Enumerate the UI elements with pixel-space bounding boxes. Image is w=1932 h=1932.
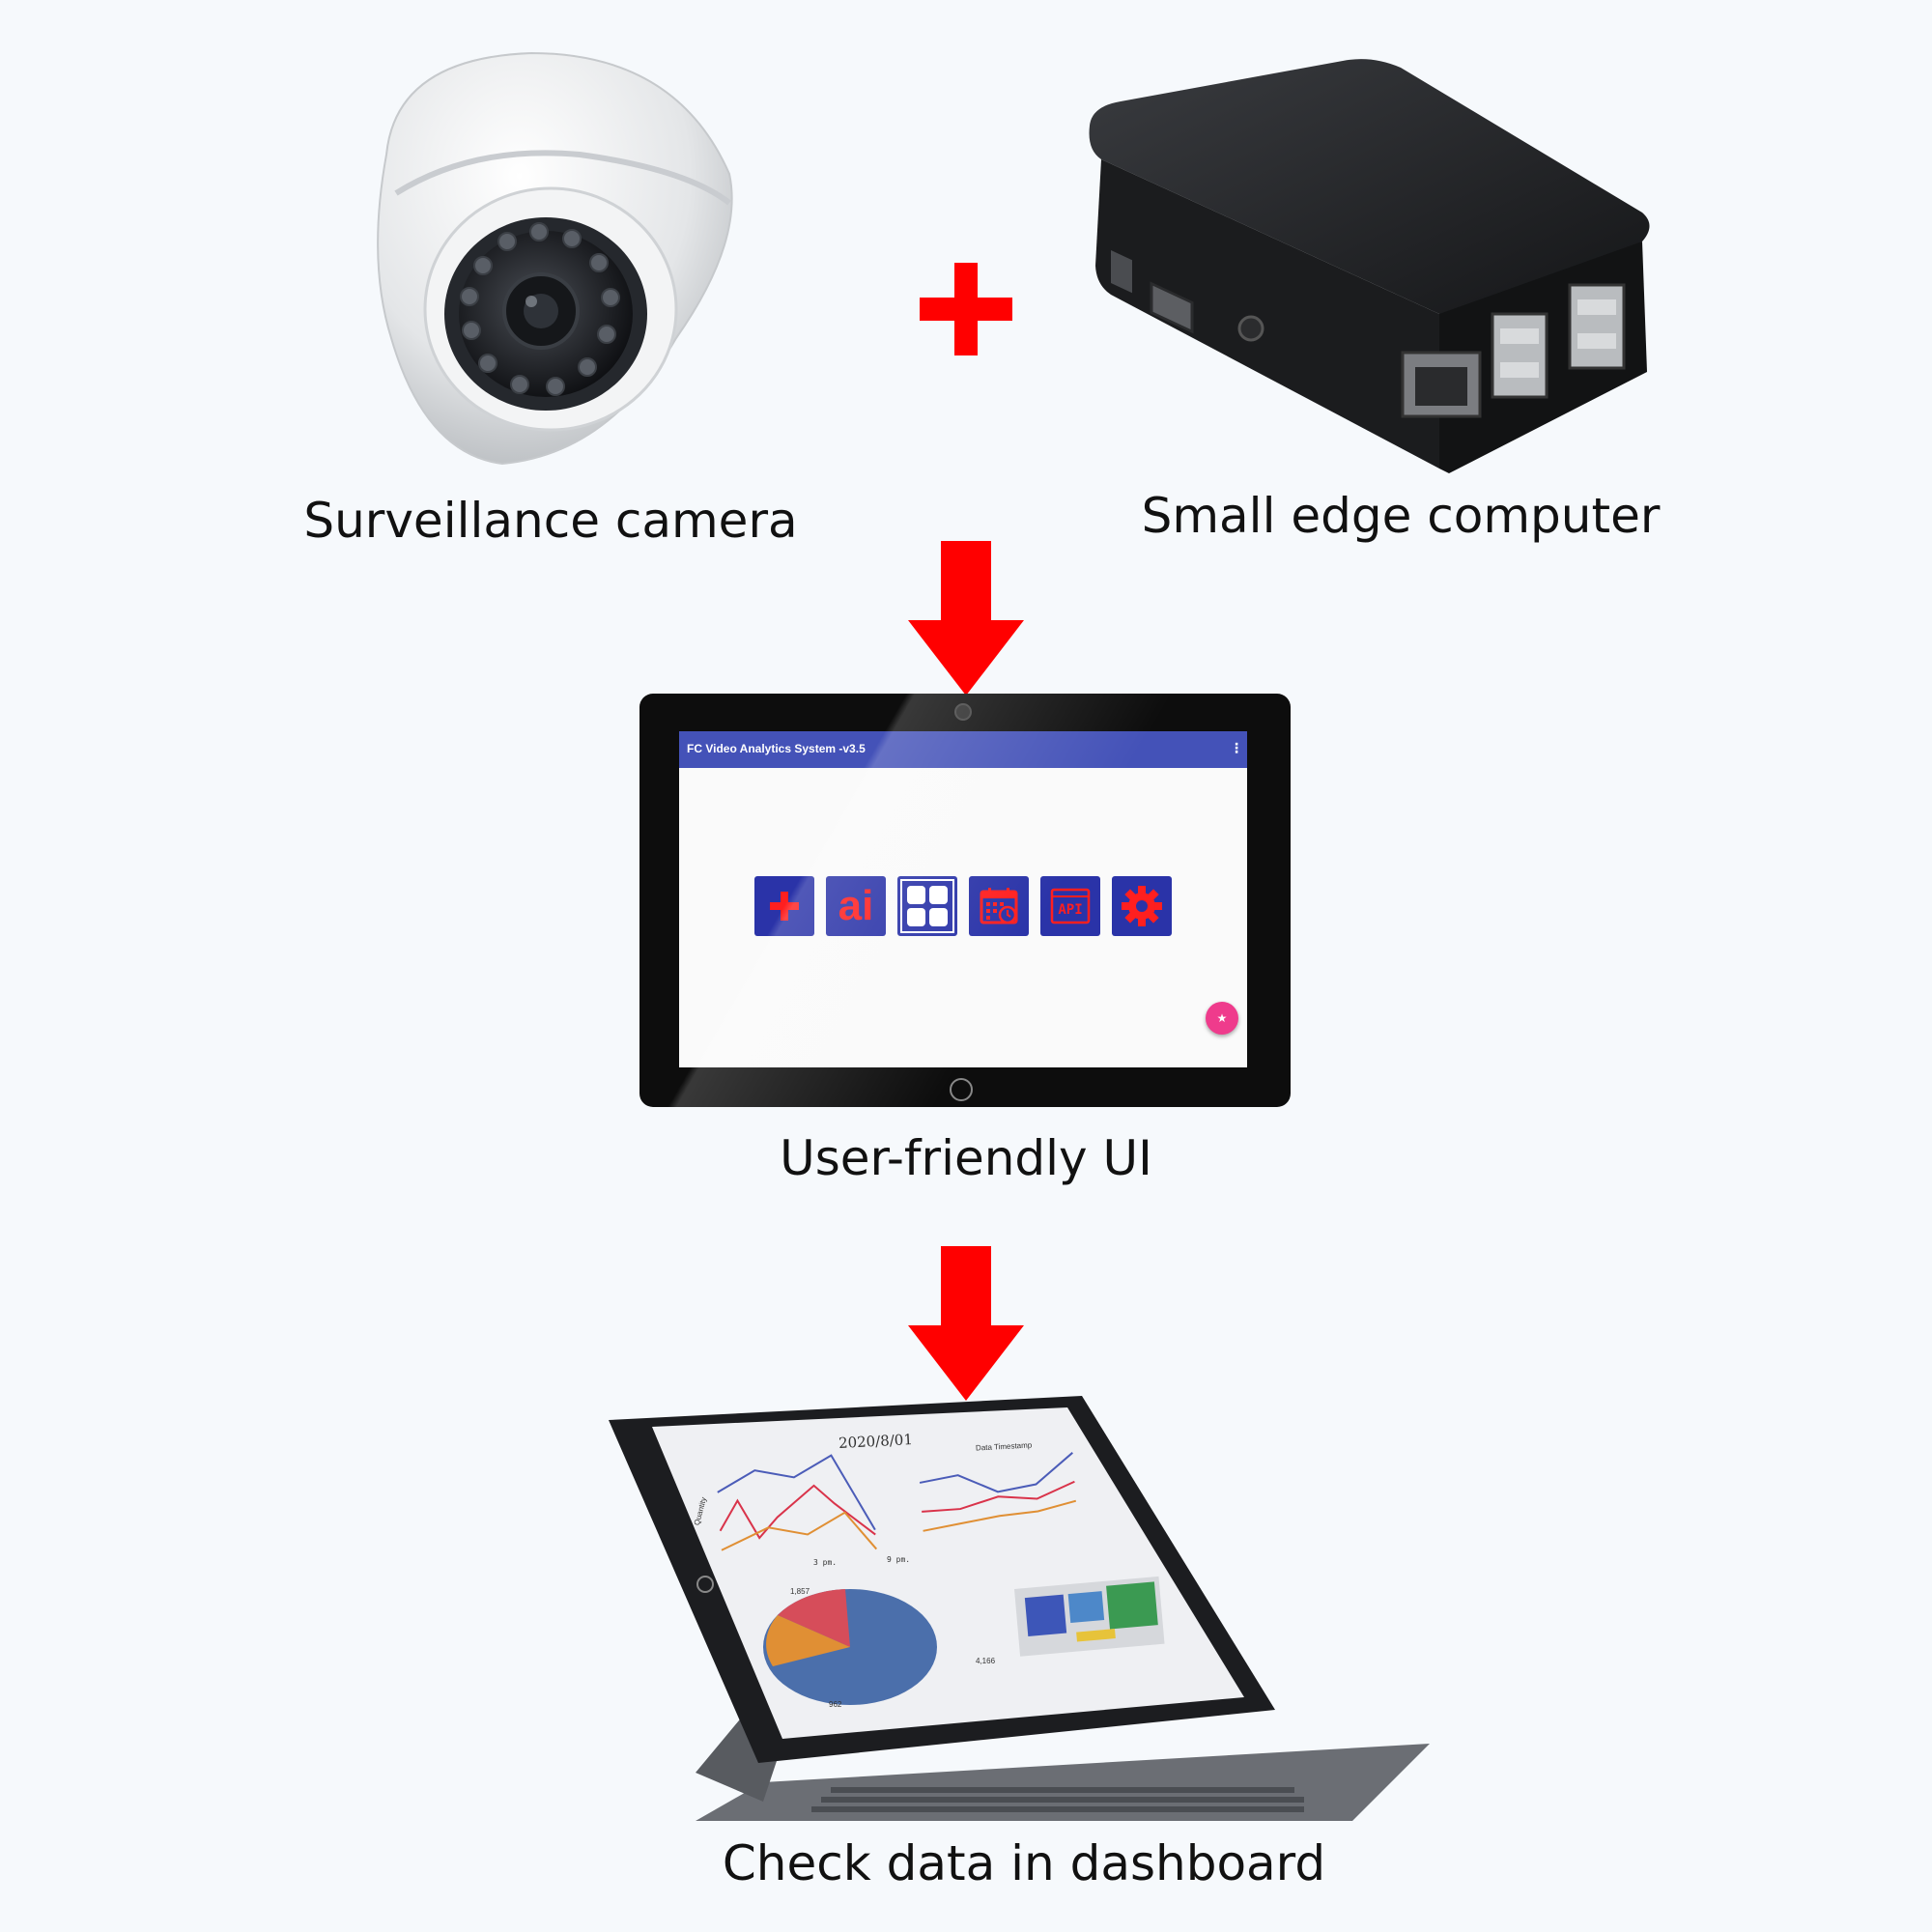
- surveillance-camera-image: [357, 48, 753, 473]
- more-menu-icon[interactable]: ⋮: [1230, 740, 1243, 755]
- edge-computer-label: Small edge computer: [1141, 488, 1661, 544]
- settings-icon[interactable]: [1112, 876, 1172, 936]
- ai-icon[interactable]: ai: [826, 876, 886, 936]
- app-bar: FC Video Analytics System -v3.5 ⋮: [679, 731, 1247, 768]
- dashboard-label: Check data in dashboard: [722, 1835, 1326, 1891]
- ui-label: User-friendly UI: [780, 1130, 1152, 1186]
- dashboard-pie-label-2: 962: [829, 1700, 842, 1709]
- ai-icon-text: ai: [838, 882, 874, 929]
- api-icon[interactable]: API: [1040, 876, 1100, 936]
- tablet-camera-icon: [954, 703, 972, 721]
- floating-action-button[interactable]: ★: [1206, 1002, 1238, 1035]
- dashboard-x-tick-2: 9 pm.: [887, 1555, 911, 1564]
- dashboard-pie-label-3: 4,166: [976, 1657, 996, 1665]
- plus-icon[interactable]: [754, 876, 814, 936]
- dashboard-pie-label-1: 1,857: [790, 1587, 810, 1596]
- app-screen: FC Video Analytics System -v3.5 ⋮ ai: [679, 731, 1247, 1067]
- plus-icon: [918, 261, 1014, 357]
- dashboard-tablet-image: 2020/8/01 Data Timestamp Quantity 1,857 …: [599, 1396, 1430, 1821]
- down-arrow-icon: [908, 1246, 1024, 1401]
- edge-computer-image: [1082, 53, 1662, 478]
- down-arrow-icon: [908, 541, 1024, 696]
- home-button-icon: [950, 1078, 973, 1101]
- app-title: FC Video Analytics System -v3.5: [687, 742, 866, 755]
- camera-label: Surveillance camera: [303, 493, 798, 549]
- schedule-icon[interactable]: [969, 876, 1029, 936]
- api-icon-text: API: [1058, 902, 1083, 918]
- dashboard-x-tick-1: 3 pm.: [813, 1558, 838, 1567]
- app-icon-row: ai API: [754, 876, 1179, 938]
- grid-icon[interactable]: [897, 876, 957, 936]
